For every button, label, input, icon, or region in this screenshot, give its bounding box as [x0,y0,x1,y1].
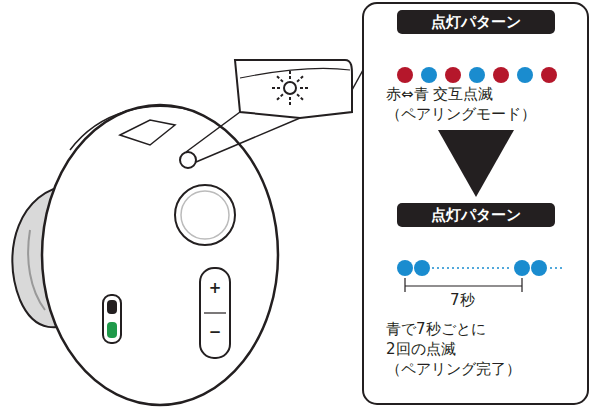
flow-arrow [438,130,514,197]
pattern-section: 点灯パターン赤⇔青 交互点滅 （ペアリングモード） [378,10,574,124]
description: 赤⇔青 交互点滅 （ペアリングモード） [386,84,551,124]
light-ray [270,87,280,89]
description: 青で7秒ごとに 2回の点滅 （ペアリング完了） [386,319,551,379]
light-ray [297,75,304,81]
light-ray [297,94,304,100]
switch [103,295,121,343]
heading-band: 点灯パターン [397,203,555,227]
duration-label: 7秒 [450,291,475,309]
volume-rocker [200,268,230,358]
button [175,185,235,245]
blink-dot [469,67,485,83]
callout-panel [363,3,588,404]
blink-dot [445,67,461,83]
light-ray [276,75,283,81]
light-ray [276,94,283,100]
plus-mark: + [208,279,222,297]
blink-dot [493,67,509,83]
pattern-section: 点灯パターン青で7秒ごとに 2回の点滅 （ペアリング完了） [378,203,574,379]
magnified-inset [235,60,352,118]
light-ray [300,87,310,89]
blink-dot [541,67,557,83]
heading-band: 点灯パターン [397,10,555,34]
led [180,152,196,168]
light-ray [289,97,291,106]
minus-mark: − [208,323,222,341]
blink-dot [517,67,533,83]
blink-dot [397,67,413,83]
blink-dot [421,67,437,83]
earbud-body [42,105,278,405]
light-ray [289,70,291,79]
